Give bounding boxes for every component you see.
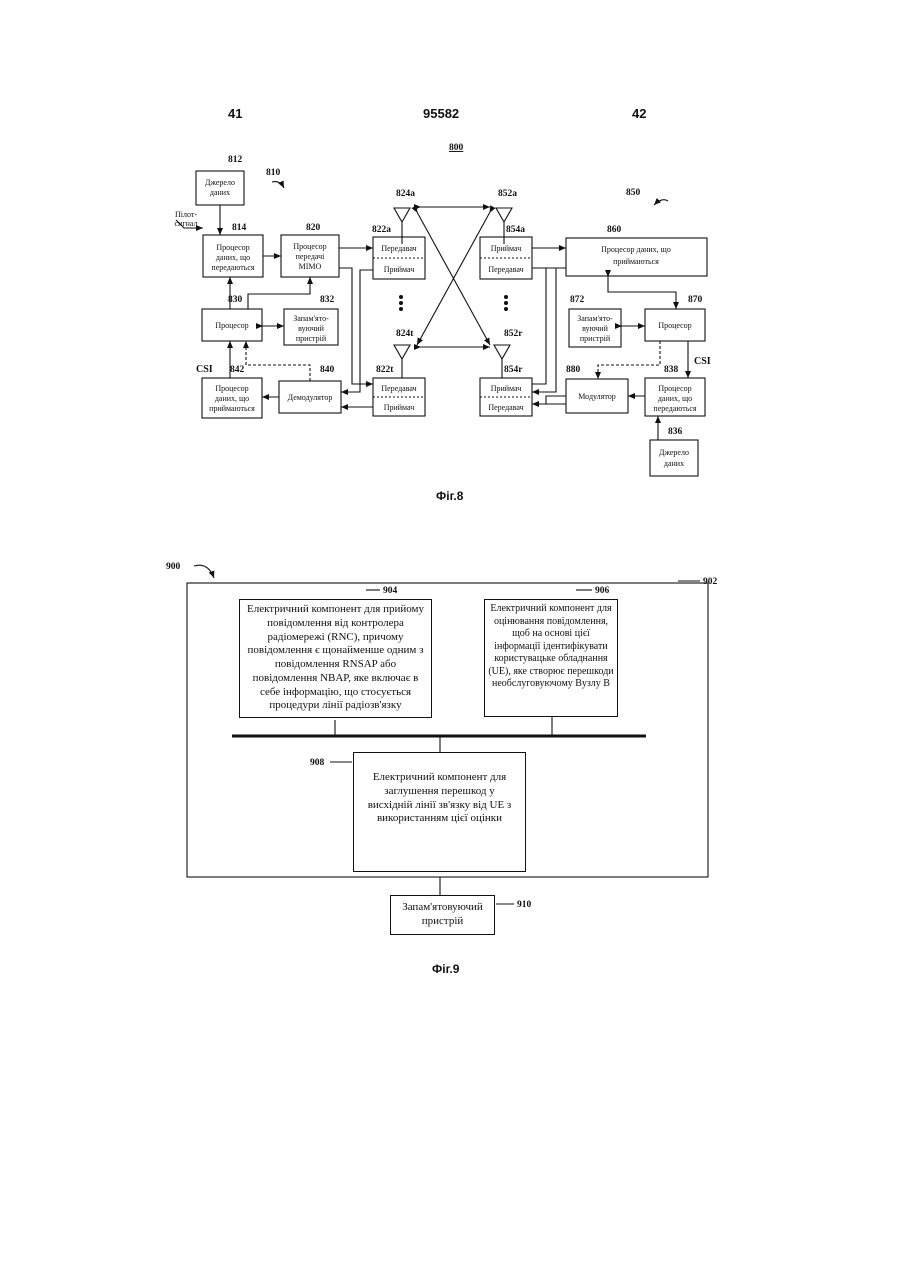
- demodulator-label: Демодулятор: [288, 393, 333, 402]
- ref-850: 850: [626, 188, 641, 198]
- ref-854r: 854r: [504, 365, 523, 375]
- mem-left-line3: пристрій: [296, 334, 327, 343]
- ref-812: 812: [228, 155, 243, 165]
- mem-right-line3: пристрій: [580, 334, 611, 343]
- ref-820: 820: [306, 223, 321, 233]
- ref-824t: 824t: [396, 329, 414, 339]
- ref-810: 810: [266, 168, 281, 178]
- component-box-904: Електричний компонент для прийому повідо…: [239, 599, 432, 718]
- ref-814: 814: [232, 223, 247, 233]
- component-box-908: Електричний компонент для заглушення пер…: [353, 752, 526, 872]
- ref-900: 900: [166, 562, 181, 572]
- ref-822a: 822a: [372, 225, 391, 235]
- src2-line2: даних: [664, 459, 684, 468]
- ref-832: 832: [320, 295, 335, 305]
- rxdata-right-line1: Процесор даних, що: [601, 245, 671, 254]
- src1-line1: Джерело: [205, 178, 235, 187]
- rx-822t-label: Приймач: [384, 403, 415, 412]
- tx-822a-label: Передавач: [381, 244, 416, 253]
- rx-854a-label: Приймач: [491, 244, 522, 253]
- ref-854a: 854a: [506, 225, 525, 235]
- ref-838: 838: [664, 365, 679, 375]
- figure-8-diagram: 800 812 810 824a 852a 850 814 820 822a 8…: [0, 0, 901, 520]
- ref-840: 840: [320, 365, 335, 375]
- ref-852r: 852r: [504, 329, 523, 339]
- figure-8-label: 800: [449, 143, 464, 153]
- csi-label-left: CSI: [196, 364, 213, 375]
- txproc-right-line3: передаються: [653, 404, 696, 413]
- figure-8-caption: Фіг.8: [436, 489, 463, 503]
- rxproc-left-line3: приймаються: [209, 404, 255, 413]
- txproc-right-line1: Процесор: [658, 384, 691, 393]
- ref-906: 906: [595, 586, 610, 596]
- mimo-line1: Процесор: [293, 242, 326, 251]
- tx-854r-label: Передавач: [488, 403, 523, 412]
- rxproc-left-line2: даних, що: [215, 394, 249, 403]
- mem-right-line2: вуючий: [582, 324, 608, 333]
- figure-9-caption: Фіг.9: [432, 962, 459, 976]
- ref-872: 872: [570, 295, 585, 305]
- mimo-line2: передачі: [296, 252, 326, 261]
- rx-822a-label: Приймач: [384, 265, 415, 274]
- rx-854r-label: Приймач: [491, 384, 522, 393]
- txproc-right-line2: даних, що: [658, 394, 692, 403]
- ref-842: 842: [230, 365, 245, 375]
- pilot-line2: сигнал: [174, 219, 197, 228]
- mem-left-line2: вуючий: [298, 324, 324, 333]
- ref-852a: 852a: [498, 189, 517, 199]
- txproc-line3: передаються: [211, 263, 254, 272]
- processor-right-label: Процесор: [658, 321, 691, 330]
- ref-870: 870: [688, 295, 703, 305]
- mem-left-line1: Запам'ято-: [293, 314, 329, 323]
- ref-904: 904: [383, 586, 398, 596]
- ref-910: 910: [517, 900, 532, 910]
- ref-908: 908: [310, 758, 325, 768]
- src1-line2: даних: [210, 188, 230, 197]
- antenna-icon-824t: [394, 345, 410, 378]
- txproc-line2: даних, що: [216, 253, 250, 262]
- pilot-line1: Пілот-: [175, 210, 197, 219]
- ref-822t: 822t: [376, 365, 394, 375]
- ref-830: 830: [228, 295, 243, 305]
- processor-left-label: Процесор: [215, 321, 248, 330]
- ref-902: 902: [703, 577, 718, 587]
- csi-label-right: CSI: [694, 356, 711, 367]
- ellipsis-dots-icon: [399, 295, 508, 311]
- data-source-box-836: [650, 440, 698, 476]
- antenna-icon-824a: [394, 208, 410, 244]
- ref-860: 860: [607, 225, 622, 235]
- txproc-line1: Процесор: [216, 243, 249, 252]
- component-box-906: Електричний компонент для оцінювання пов…: [484, 599, 618, 717]
- mem-right-line1: Запам'ято-: [577, 314, 613, 323]
- tx-854a-label: Передавач: [488, 265, 523, 274]
- mimo-line3: MIMO: [299, 262, 322, 271]
- rxdata-right-line2: приймаються: [613, 257, 659, 266]
- memory-box-910: Запам'ятовуючий пристрій: [390, 895, 495, 935]
- ref-824a: 824a: [396, 189, 415, 199]
- modulator-label: Модулятор: [578, 392, 615, 401]
- ref-836: 836: [668, 427, 683, 437]
- ref-880: 880: [566, 365, 581, 375]
- tx-822t-label: Передавач: [381, 384, 416, 393]
- rxproc-left-line1: Процесор: [215, 384, 248, 393]
- src2-line1: Джерело: [659, 448, 689, 457]
